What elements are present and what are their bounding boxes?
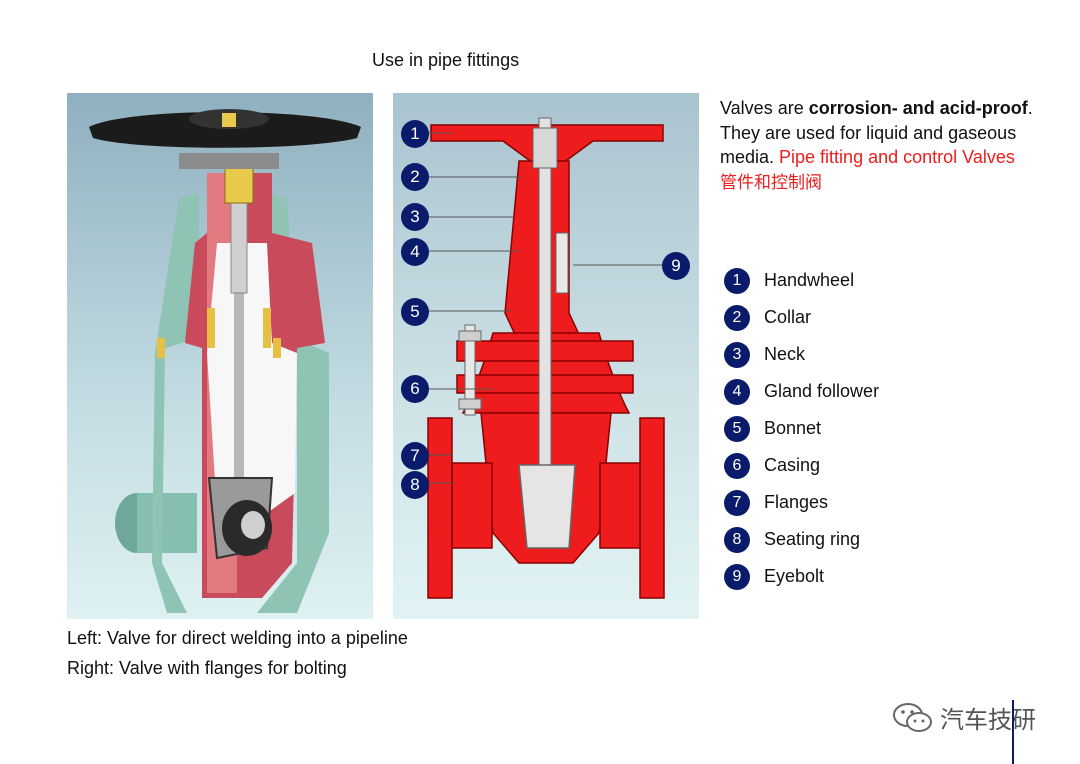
legend-item: 9 Eyebolt (724, 558, 879, 595)
welded-valve-illustration (67, 93, 373, 619)
callout-4: 4 (401, 238, 429, 266)
legend-item: 5 Bonnet (724, 410, 879, 447)
legend-number: 4 (724, 378, 750, 405)
intro-part2: . They are used for liquid and gaseous m… (720, 98, 1033, 167)
intro-bold: corrosion- and acid-proof (808, 98, 1028, 118)
legend-number: 2 (724, 304, 750, 331)
caption-right: Right: Valve with flanges for bolting (67, 658, 347, 678)
intro-chinese: 管件和控制阀 (720, 172, 822, 193)
slide-title: Use in pipe fittings (372, 50, 520, 70)
flanged-valve-illustration: 1 2 3 4 5 6 7 8 9 (393, 93, 699, 619)
legend-item: 1 Handwheel (724, 262, 879, 299)
legend-label: Seating ring (764, 529, 861, 549)
watermark: 汽车技研 (892, 700, 1036, 735)
callout-6: 6 (401, 375, 429, 403)
intro-part1: Valves are (720, 98, 809, 118)
callout-8: 8 (401, 471, 429, 499)
legend-item: 8 Seating ring (724, 521, 879, 558)
legend-label: Casing (764, 455, 821, 475)
callout-7: 7 (401, 442, 429, 470)
legend-item: 6 Casing (724, 447, 879, 484)
callout-5: 5 (401, 298, 429, 326)
legend-label: Neck (764, 344, 806, 364)
callout-1: 1 (401, 120, 429, 148)
legend-label: Gland follower (764, 381, 880, 401)
caption-left: Left: Valve for direct welding into a pi… (67, 628, 408, 648)
legend-label: Bonnet (764, 418, 822, 438)
legend-number: 8 (724, 526, 750, 553)
wechat-icon (893, 702, 932, 732)
legend-item: 7 Flanges (724, 484, 879, 521)
legend-number: 3 (724, 341, 750, 368)
legend-label: Eyebolt (764, 566, 825, 586)
legend-label: Collar (764, 307, 812, 327)
legend-label: Flanges (764, 492, 829, 512)
parts-legend: 1 Handwheel 2 Collar 3 Neck 4 Gland follower… (724, 262, 879, 595)
legend-number: 7 (724, 489, 750, 516)
legend-number: 6 (724, 452, 750, 479)
legend-item: 2 Collar (724, 299, 879, 336)
legend-item: 4 Gland follower (724, 373, 879, 410)
legend-number: 9 (724, 563, 750, 590)
intro-text: Valves are corrosion- and acid-proof. Th… (720, 96, 1040, 195)
legend-number: 5 (724, 415, 750, 442)
callout-9: 9 (662, 252, 690, 280)
intro-red: Pipe fitting and control Valves (779, 147, 1015, 167)
legend-item: 3 Neck (724, 336, 879, 373)
divider-line (1012, 700, 1014, 764)
callout-2: 2 (401, 163, 429, 191)
legend-number: 1 (724, 267, 750, 294)
legend-label: Handwheel (764, 270, 855, 290)
watermark-text: 汽车技研 (940, 706, 1036, 734)
callout-3: 3 (401, 203, 429, 231)
